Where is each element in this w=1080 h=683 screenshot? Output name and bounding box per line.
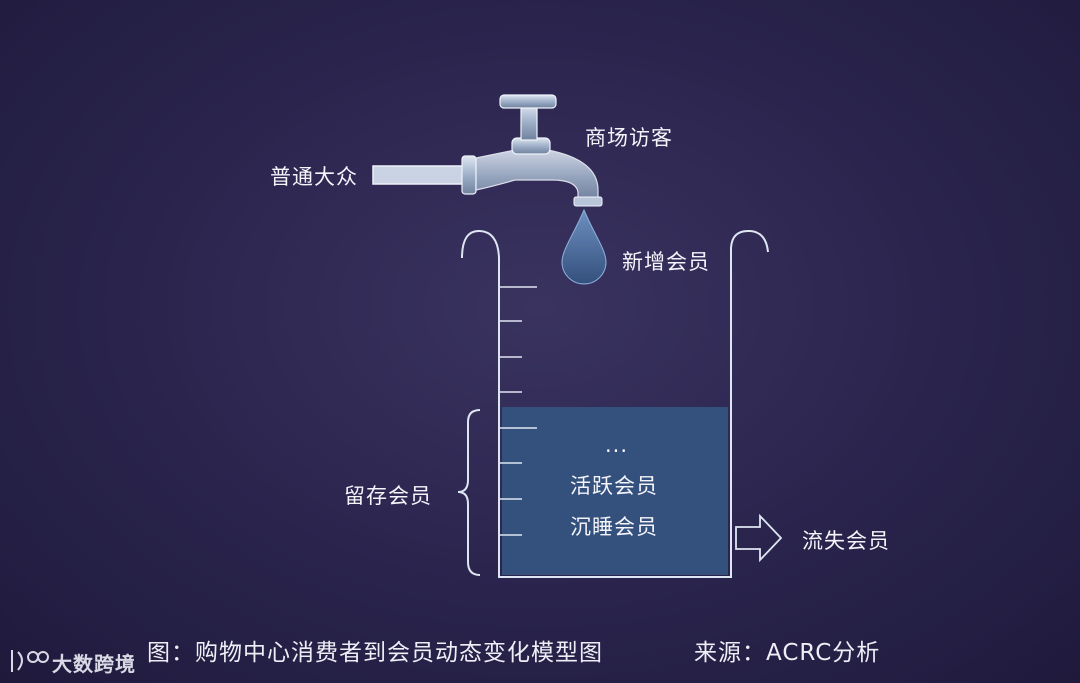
ellipsis-label: ... [605, 433, 628, 457]
faucet-icon [462, 95, 602, 206]
watermark-text: 大数跨境 [52, 648, 136, 677]
source-caption: 来源：ACRC分析 [694, 633, 880, 667]
active-members-label: 活跃会员 [570, 470, 658, 500]
visitors-label: 商场访客 [585, 122, 673, 152]
figure-caption: 图：购物中心消费者到会员动态变化模型图 [147, 633, 603, 667]
water-drop-icon [562, 210, 606, 284]
dormant-members-label: 沉睡会员 [570, 511, 658, 541]
retained-brace [458, 410, 480, 575]
churned-members-label: 流失会员 [802, 525, 890, 555]
new-members-label: 新增会员 [622, 246, 710, 276]
churn-arrow-icon [736, 516, 781, 560]
inlet-pipe [373, 166, 469, 184]
watermark-logo-icon [12, 650, 48, 672]
public-label: 普通大众 [270, 161, 358, 191]
retained-members-label: 留存会员 [344, 480, 432, 510]
